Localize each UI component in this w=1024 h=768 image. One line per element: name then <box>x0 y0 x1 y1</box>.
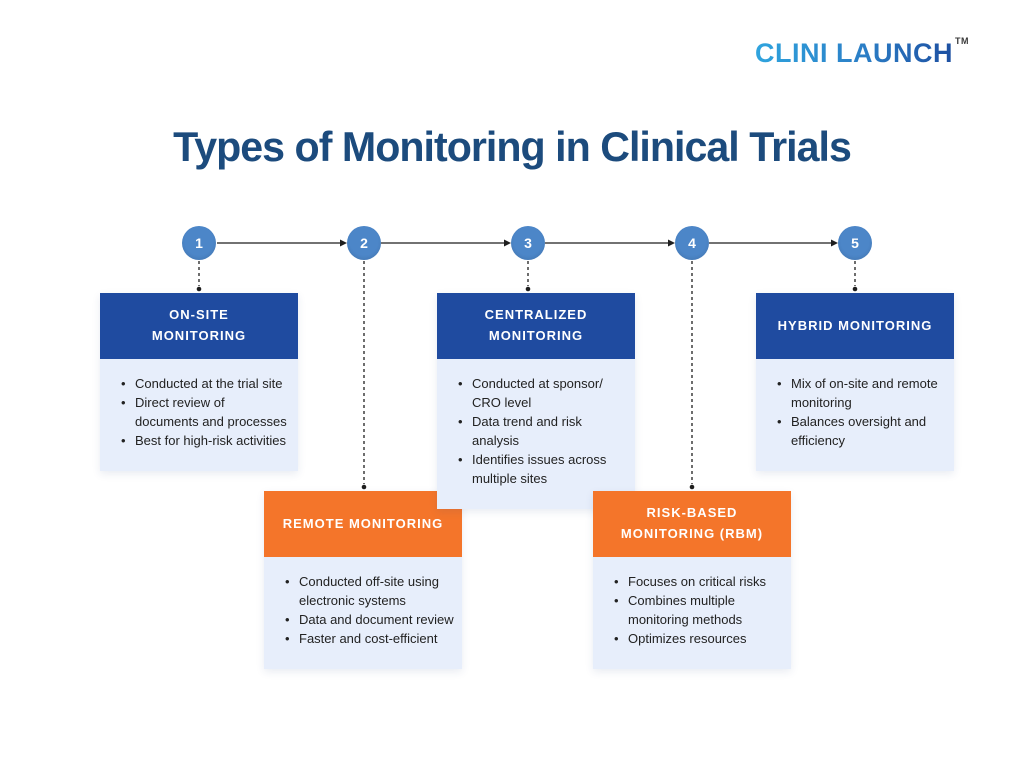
card-title: REMOTE MONITORING <box>282 515 444 531</box>
step-circle-2: 2 <box>347 226 381 260</box>
bullet-item: Direct review of documents and processes <box>119 394 291 432</box>
bullet-item: Focuses on critical risks <box>612 573 784 592</box>
trademark-symbol: TM <box>955 36 969 46</box>
card-header: ON-SITE MONITORING <box>100 293 298 359</box>
step-circle-4: 4 <box>675 226 709 260</box>
card-header: HYBRID MONITORING <box>756 293 954 359</box>
card-header: RISK-BASED MONITORING (RBM) <box>593 491 791 557</box>
card-body: Conducted off-site using electronic syst… <box>264 557 462 669</box>
card-hybrid-monitoring: HYBRID MONITORING Mix of on-site and rem… <box>756 293 954 471</box>
card-risk-based-monitoring: RISK-BASED MONITORING (RBM) Focuses on c… <box>593 491 791 669</box>
step-circle-1: 1 <box>182 226 216 260</box>
bullet-item: Best for high-risk activities <box>119 432 291 451</box>
card-title: HYBRID MONITORING <box>777 317 933 333</box>
card-title: CENTRALIZED MONITORING <box>484 307 588 343</box>
card-bullets: Conducted at the trial siteDirect review… <box>107 375 291 451</box>
bullet-item: Mix of on-site and remote monitoring <box>775 375 947 413</box>
step-circle-3: 3 <box>511 226 545 260</box>
bullet-item: Balances oversight and efficiency <box>775 413 947 451</box>
bullet-item: Conducted at the trial site <box>119 375 291 394</box>
card-body: Focuses on critical risksCombines multip… <box>593 557 791 669</box>
card-centralized-monitoring: CENTRALIZED MONITORING Conducted at spon… <box>437 293 635 509</box>
card-body: Conducted at sponsor/ CRO levelData tren… <box>437 359 635 509</box>
card-bullets: Conducted off-site using electronic syst… <box>271 573 455 649</box>
bullet-item: Identifies issues across multiple sites <box>456 451 628 489</box>
card-onsite-monitoring: ON-SITE MONITORING Conducted at the tria… <box>100 293 298 471</box>
card-body: Mix of on-site and remote monitoringBala… <box>756 359 954 471</box>
bullet-item: Conducted off-site using electronic syst… <box>283 573 455 611</box>
card-header: CENTRALIZED MONITORING <box>437 293 635 359</box>
card-header: REMOTE MONITORING <box>264 491 462 557</box>
card-bullets: Mix of on-site and remote monitoringBala… <box>763 375 947 451</box>
card-bullets: Focuses on critical risksCombines multip… <box>600 573 784 649</box>
card-title: RISK-BASED MONITORING (RBM) <box>620 505 764 541</box>
step-circle-5: 5 <box>838 226 872 260</box>
card-body: Conducted at the trial siteDirect review… <box>100 359 298 471</box>
bullet-item: Data and document review <box>283 611 455 630</box>
logo: CLINI LAUNCH TM <box>755 36 969 68</box>
page-title: Types of Monitoring in Clinical Trials <box>173 123 852 170</box>
bullet-item: Conducted at sponsor/ CRO level <box>456 375 628 413</box>
bullet-item: Faster and cost-efficient <box>283 630 455 649</box>
bullet-item: Data trend and risk analysis <box>456 413 628 451</box>
bullet-item: Combines multiple monitoring methods <box>612 592 784 630</box>
card-bullets: Conducted at sponsor/ CRO levelData tren… <box>444 375 628 489</box>
logo-text: CLINI LAUNCH <box>755 38 953 68</box>
bullet-item: Optimizes resources <box>612 630 784 649</box>
card-title: ON-SITE MONITORING <box>151 307 247 343</box>
card-remote-monitoring: REMOTE MONITORING Conducted off-site usi… <box>264 491 462 669</box>
